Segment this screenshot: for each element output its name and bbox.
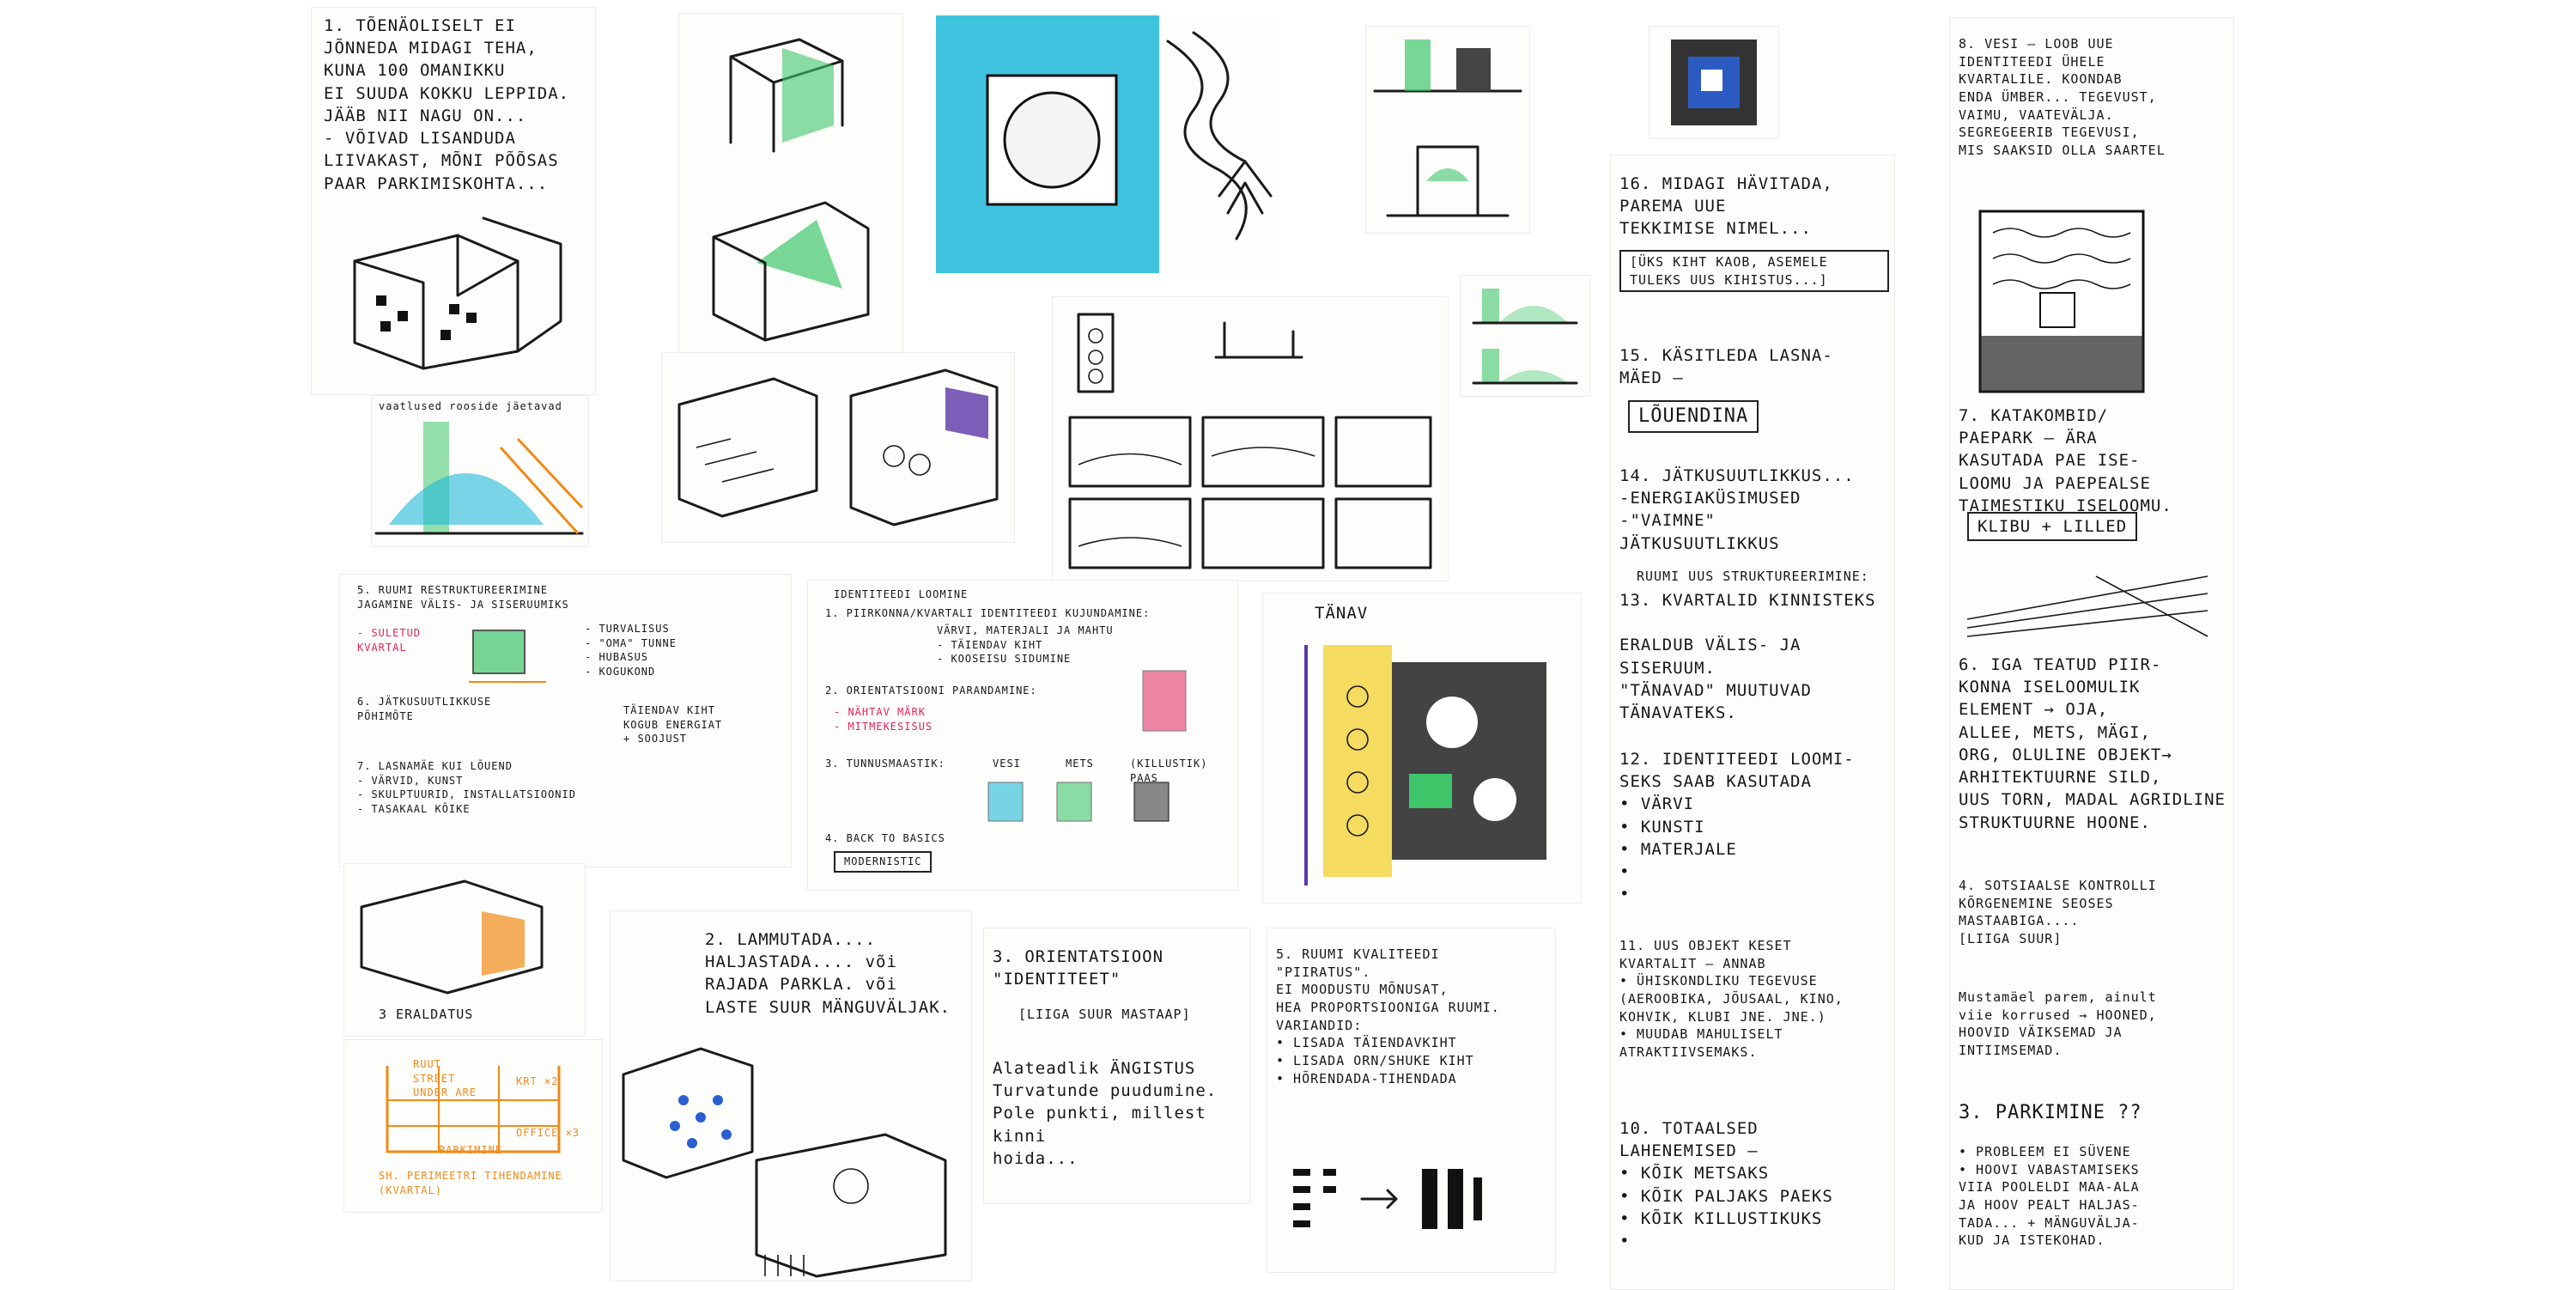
teal-map-drawing [936,15,1273,273]
note-16-box: [ÜKS KIHT KAOB, ASEMELE TULEKS UUS KIHIS… [1619,250,1889,293]
restructure-item6: 6. JÄTKUSUUTLIKKUSE PÕHIMÕTE [357,696,492,722]
sheet-separation: 3 ERALDATUS [343,863,586,1037]
note-6: 6. IGA TEATUD PIIR- KONNA ISELOOMULIK EL… [1959,655,2226,832]
sheet-note-5: 5. RUUMI KVALITEEDI "PIIRATUS". EI MOODU… [1267,928,1556,1273]
sheet-slope-sketch: vaatlused rooside jäetavad [371,395,589,547]
note-13: 13. KVARTALID KINNISTEKS ERALDUB VÄLIS- … [1619,591,1876,723]
sheet-middle-list: 16. MIDAGI HÄVITADA, PAREMA UUE TEKKIMIS… [1610,155,1895,1290]
elevation-sketch-1 [1373,40,1522,93]
identity-item2: 2. ORIENTATSIOONI PARANDAMINE: [825,685,1037,697]
green-tower-sketch [729,38,844,153]
restructure-item7: 7. LASNAMÄE KUI LÕUEND - VÄRVID, KUNST -… [357,760,576,815]
note-3-box: [LIIGA SUUR MASTAAP] [1018,1007,1191,1022]
green-profile-drawing [1472,289,1578,385]
note-10: 10. TOTAALSED LAHENEMISED — • KÕIK METSA… [1619,1119,1833,1251]
note-3-parking: • PROBLEEM EI SÜVENE • HOOVI VABASTAMISE… [1959,1144,2140,1249]
note-12: 12. IDENTITEEDI LOOMI- SEKS SAAB KASUTAD… [1619,750,1855,904]
identity-item3: 3. TUNNUSMAASTIK: [825,758,945,770]
note-1-text: 1. TÕENÄOLISELT EI JÕNNEDA MIDAGI TEHA, … [324,16,570,193]
sheet-blue-block [1649,26,1779,139]
restructure-red-note: - SULETUD KVARTAL [357,627,422,654]
building-sketch-1 [353,216,562,370]
sheet-orange-section: RUUT STREET UNDER ARE KRT ×2 OFFICE ×3 P… [343,1039,603,1213]
blue-block-drawing [1671,40,1757,125]
note-16: 16. MIDAGI HÄVITADA, PAREMA UUE TEKKIMIS… [1619,174,1833,239]
orange-office: OFFICE ×3 [516,1127,580,1139]
note-11: 11. UUS OBJEKT KESET KVARTALIT — ANNAB •… [1619,938,1844,1061]
section-grid-drawing [1068,313,1432,569]
restructure-bullets: - TURVALISUS - "OMA" TUNNE - HUBASUS - K… [585,623,677,678]
sheet-note-2: 2. LAMMUTADA.... HALJASTADA.... või RAJA… [610,910,972,1281]
sheet-elevations [1365,26,1530,234]
identity-item4: 4. BACK TO BASICS [825,832,945,844]
restructure-item6-note: TÄIENDAV KIHT KOGUB ENERGIAT + SOOJUST [623,704,723,745]
orange-krt: KRT ×2 [516,1075,559,1087]
orange-section-drawing [386,1066,561,1153]
note-4: 4. SOTSIAALSE KONTROLLI KÕRGENEMINE SEOS… [1959,878,2157,947]
interior-sketch-left [677,377,818,518]
note-7-box: KLIBU + LILLED [1967,512,2138,542]
sheet-green-block [678,13,903,358]
elevation-sketch-2 [1386,145,1510,217]
note-3-title: 3. ORIENTATSIOON "IDENTITEET" [993,947,1164,989]
identity-swatches [987,782,1170,822]
identity-label-stone: (KILLUSTIK) PAAS [1130,758,1208,784]
orange-perimeter: SH. PERIMEETRI TIHENDAMINE (KVARTAL) [379,1170,562,1196]
note-15-canvas: LÕUENDINA [1628,400,1759,434]
restructure-title: 5. RUUMI RESTRUKTUREERIMINE JAGAMINE VÄL… [357,584,569,611]
identity-label-forest: METS [1066,758,1094,770]
water-plan-sketch [1978,210,2145,393]
identity-item1: 1. PIIRKONNA/KVARTALI IDENTITEEDI KUJUND… [825,607,1151,619]
note-14: 14. JÄTKUSUUTLIKKUS... -ENERGIAKÜSIMUSED… [1619,466,1855,553]
sheet-sections [1052,296,1449,581]
street-plan-drawing [1304,645,1546,885]
orange-parking: PARKIMINE [439,1144,503,1156]
note-3-parking-title: 3. PARKIMINE ?? [1959,1102,2142,1123]
density-diagram [1293,1169,1482,1229]
slope-caption: vaatlused rooside jäetavad [379,400,562,412]
separation-label: 3 ERALDATUS [379,1007,474,1022]
identity-title: IDENTITEEDI LOOMINE [834,588,969,600]
sheet-interiors [661,352,1015,543]
sheet-note-1: 1. TÕENÄOLISELT EI JÕNNEDA MIDAGI TEHA, … [311,7,596,395]
note-restructure-heading: RUUMI UUS STRUKTUREERIMINE: [1637,569,1869,584]
identity-item4-sub: MODERNISTIC [834,851,933,873]
note-8: 8. VESI — LOOB UUE IDENTITEEDI ÜHELE KVA… [1959,36,2166,159]
sheet-restructure: 5. RUUMI RESTRUKTUREERIMINE JAGAMINE VÄL… [339,574,792,867]
sheet-street-plan: TÄNAV [1262,593,1582,904]
slope-drawing [374,422,584,535]
identity-label-water: VESI [993,758,1021,770]
blue-dots-block-sketch [622,1047,754,1179]
note-7: 7. KATAKOMBID/ PAEPARK — ÄRA KASUTADA PA… [1959,406,2172,515]
note-2-text: 2. LAMMUTADA.... HALJASTADA.... või RAJA… [705,930,951,1017]
sheet-green-profiles [1460,275,1590,397]
green-courtyard-sketch [712,201,870,342]
street-label: TÄNAV [1315,604,1369,623]
note-3-body: Alateadlik ÄNGISTUS Turvatunde puudumine… [993,1059,1218,1168]
note-15: 15. KÄSITLEDA LASNA- MÄED — [1619,346,1833,388]
sheet-right-list: 8. VESI — LOOB UUE IDENTITEEDI ÜHELE KVA… [1949,17,2234,1290]
identity-red-box [1142,670,1187,732]
note-5-text: 5. RUUMI KVALITEEDI "PIIRATUS". EI MOODU… [1276,946,1500,1086]
note-4-detail: Mustamäel parem, ainult viie korrused → … [1959,989,2157,1059]
orange-notes: RUUT STREET UNDER ARE [413,1058,477,1099]
identity-item2-sub: - NÄHTAV MÄRK - MITMEKESISUS [834,706,933,733]
identity-item1-sub: VÄRVI, MATERJALI JA MAHTU - TÄIENDAV KIH… [937,624,1114,666]
hatched-block-sketch [755,1133,947,1278]
restructure-green-box [469,630,546,683]
paepark-lines-sketch [1966,575,2208,637]
interior-sketch-right [849,368,999,526]
sheet-note-3: 3. ORIENTATSIOON "IDENTITEET" [LIIGA SUU… [983,928,1251,1204]
separation-sketch [360,879,544,995]
sheet-identity: IDENTITEEDI LOOMINE 1. PIIRKONNA/KVARTAL… [807,580,1238,891]
sheet-teal-map [936,15,1279,273]
